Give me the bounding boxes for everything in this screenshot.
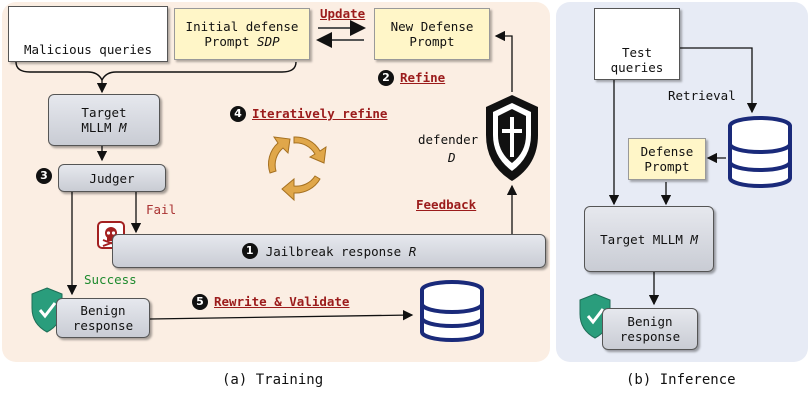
inference-target-box: Target MLLM M	[584, 206, 714, 272]
judger-label: Judger	[89, 170, 135, 186]
step-3-badge: 3	[36, 168, 52, 184]
training-caption: (a) Training	[222, 372, 324, 388]
inference-benign-box: Benign response	[602, 308, 698, 350]
refine-label: Refine	[400, 70, 446, 85]
step-2-badge: 2	[378, 70, 394, 86]
inference-caption: (b) Inference	[626, 372, 736, 388]
new-defense-line1: New Defense	[390, 19, 474, 34]
jailbreak-response-box: 1 Jailbreak response R	[112, 234, 546, 268]
iteratively-refine-label: Iteratively refine	[252, 106, 388, 121]
arrow-rewrite	[149, 309, 414, 321]
inference-target-label: Target MLLM M	[600, 231, 698, 247]
update-label: Update	[320, 6, 366, 21]
step-1-badge: 1	[241, 243, 258, 259]
jailbreak-label: Jailbreak response R	[265, 243, 417, 259]
test-queries-box: Test queries	[594, 8, 680, 80]
benign-response-box: Benign response	[56, 298, 150, 338]
test-line2: queries	[610, 60, 664, 75]
test-line1: Test	[621, 45, 653, 60]
initial-defense-line1: Initial defense	[185, 19, 299, 34]
fail-label: Fail	[146, 202, 177, 217]
malicious-queries-box: Malicious queries	[8, 6, 168, 62]
defender-d-label: D	[448, 150, 456, 165]
defense-prompt-box: Defense Prompt	[628, 138, 706, 180]
shield-defender-icon	[486, 95, 538, 181]
rewrite-validate-label: Rewrite & Validate	[214, 294, 350, 309]
database-icon	[420, 280, 484, 342]
retrieval-label: Retrieval	[668, 88, 736, 103]
defender-label: defender	[418, 132, 479, 147]
target-line1: Target	[81, 105, 127, 120]
initial-defense-prompt-box: Initial defense Prompt SDP	[174, 8, 310, 60]
malicious-queries-label: Malicious queries	[24, 42, 152, 57]
step-4-badge: 4	[230, 106, 246, 122]
benign-line1: Benign	[80, 303, 126, 318]
judger-box: Judger	[58, 164, 166, 192]
query-brace	[15, 61, 297, 82]
inference-benign-line2: response	[619, 329, 681, 344]
initial-defense-line2: Prompt SDP	[204, 34, 280, 49]
cycle-icon	[268, 136, 327, 202]
defense-line1: Defense	[640, 144, 694, 159]
shield-check-icon	[31, 287, 63, 333]
defense-line2: Prompt	[644, 159, 690, 174]
arrow-retrieval	[680, 47, 758, 114]
inference-benign-line1: Benign	[627, 314, 673, 329]
benign-line2: response	[72, 318, 134, 333]
step-5-badge: 5	[192, 294, 208, 310]
target-mllm-box: Target MLLM M	[48, 94, 160, 146]
feedback-label: Feedback	[416, 197, 477, 212]
database-icon	[728, 116, 792, 188]
new-defense-line2: Prompt	[409, 34, 455, 49]
success-label: Success	[84, 272, 137, 287]
arrow-defender-to-new-prompt	[494, 30, 513, 92]
new-defense-prompt-box: New Defense Prompt	[374, 8, 490, 60]
target-line2: MLLM M	[81, 120, 127, 135]
